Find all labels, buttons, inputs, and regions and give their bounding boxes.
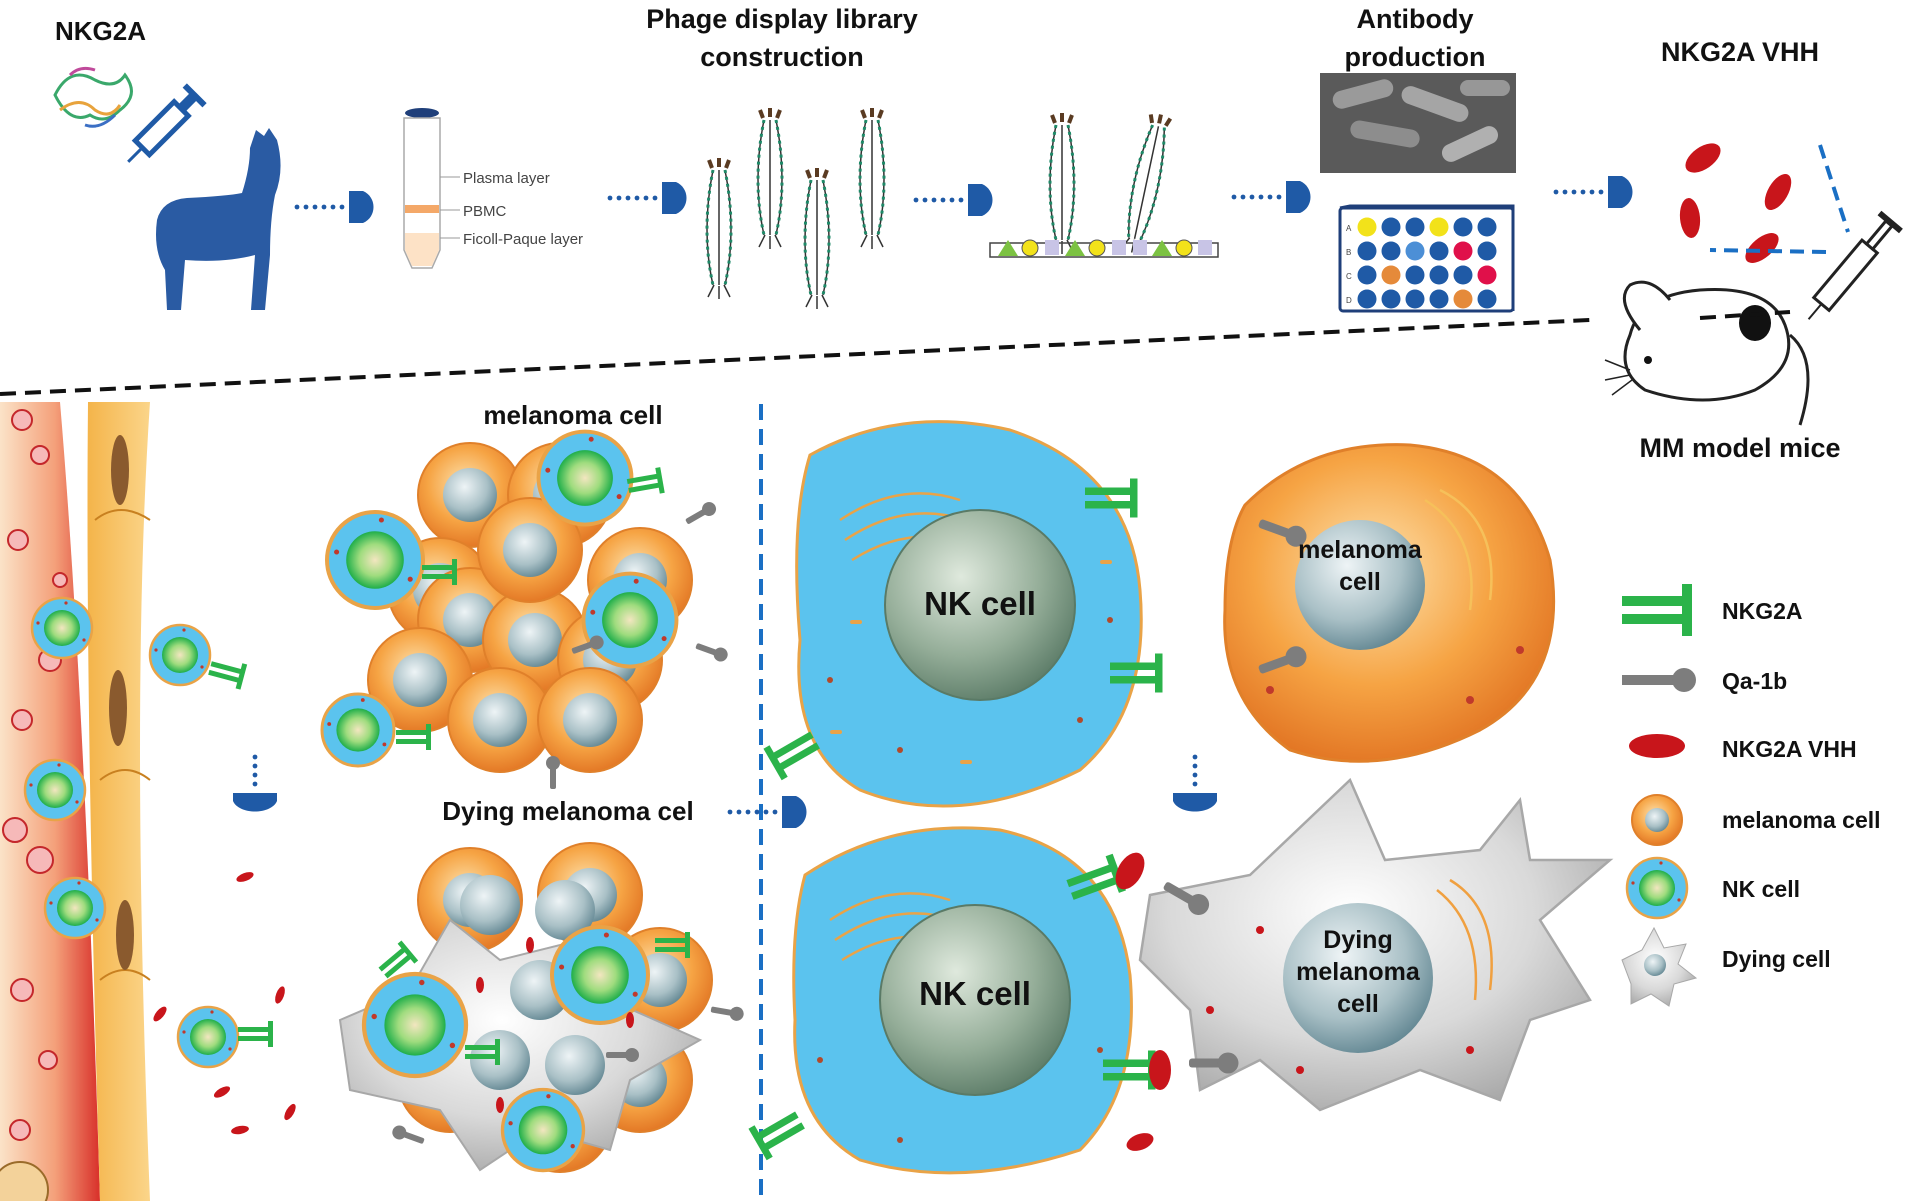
plate-well	[1381, 289, 1401, 309]
workflow-arrow-2	[607, 182, 687, 214]
workflow-arrow-4	[1231, 181, 1311, 213]
plate-well	[1405, 265, 1425, 285]
nk-cell-migrating	[148, 623, 212, 687]
plate-well	[1381, 217, 1401, 237]
dying-cell-label-3: cell	[1337, 990, 1379, 1018]
legend-melanoma-icon	[1631, 794, 1683, 846]
nk-cell-extravasating	[30, 596, 94, 660]
svg-text:D: D	[1346, 296, 1352, 305]
melanoma-cell-label-1: melanoma	[1298, 536, 1423, 564]
nk-cell-large-bottom	[792, 826, 1133, 1175]
syringe-icon	[127, 83, 207, 163]
legend-nk-label: NK cell	[1722, 876, 1800, 902]
plate-well	[1429, 265, 1449, 285]
legend-melanoma-label: melanoma cell	[1722, 807, 1881, 833]
svg-text:C: C	[1346, 272, 1352, 281]
plate-well	[1357, 289, 1377, 309]
elisa-plate-icon: A B C D	[1338, 204, 1515, 313]
step-antibody-title-line2: production	[1345, 42, 1486, 72]
tube-label-ficoll: Ficoll-Paque layer	[463, 231, 583, 248]
legend-nk-icon	[1625, 856, 1689, 920]
plate-well	[1477, 265, 1497, 285]
plate-well	[1477, 241, 1497, 261]
svg-text:A: A	[1346, 224, 1352, 233]
plate-wells	[1357, 217, 1497, 309]
biopanning-icon	[989, 110, 1219, 258]
legend-dying-icon	[1621, 926, 1698, 1007]
plate-well	[1453, 241, 1473, 261]
nk-cell-in-vessel	[23, 758, 87, 822]
dying-cell-label-1: Dying	[1323, 926, 1392, 954]
workflow-arrow-1	[294, 191, 374, 223]
dying-cell-label-2: melanoma	[1296, 958, 1421, 986]
protein-structure-icon	[53, 66, 133, 128]
workflow-arrow-5	[1553, 176, 1633, 208]
nk-cell-bottom-label: NK cell	[919, 975, 1031, 1012]
legend: NKG2A Qa-1b NKG2A VHH melanoma cell NK c…	[1621, 584, 1881, 1007]
melanoma-cell-label-2: cell	[1339, 568, 1381, 596]
mouse-label: MM model mice	[1639, 433, 1840, 463]
dying-melanoma-cell	[1138, 777, 1614, 1112]
workflow-panel: NKG2A Plasma layer PBMC	[53, 4, 1903, 463]
cluster-bottom-label: Dying melanoma cel	[442, 796, 693, 826]
melanoma-cluster-dying	[153, 842, 745, 1173]
plate-well	[1477, 289, 1497, 309]
plate-well	[1357, 265, 1377, 285]
plate-well	[1357, 217, 1377, 237]
alpaca-icon	[156, 128, 281, 310]
right-arrow-center	[727, 796, 807, 828]
melanoma-cluster-top	[320, 429, 730, 789]
legend-nkg2a-label: NKG2A	[1722, 598, 1803, 624]
plate-well	[1357, 241, 1377, 261]
svg-text:B: B	[1346, 248, 1351, 257]
down-arrow-right	[1173, 754, 1217, 812]
plate-well	[1405, 289, 1425, 309]
step-vhh-title: NKG2A VHH	[1661, 37, 1819, 67]
nk-cell-top-label: NK cell	[924, 585, 1036, 622]
plate-well	[1381, 241, 1401, 261]
plate-well	[1453, 265, 1473, 285]
plate-well	[1429, 289, 1449, 309]
phage-library-icon	[705, 106, 886, 311]
section-divider	[0, 318, 1591, 396]
down-arrow-left	[233, 754, 277, 812]
tube-label-plasma: Plasma layer	[463, 170, 550, 187]
plate-well	[1429, 217, 1449, 237]
tube-label-pbmc: PBMC	[463, 203, 507, 220]
nk-cell-migrating-lower	[176, 1005, 240, 1069]
step-library-title-line2: construction	[700, 42, 864, 72]
mouse-icon	[1604, 280, 1810, 426]
legend-qa1b-icon	[1622, 668, 1696, 692]
cluster-top-label: melanoma cell	[483, 400, 662, 430]
plate-well	[1453, 289, 1473, 309]
legend-vhh-icon	[1629, 734, 1685, 758]
plate-well	[1381, 265, 1401, 285]
nk-cell-large-top	[795, 420, 1143, 808]
legend-nkg2a-icon	[1622, 584, 1692, 636]
melanoma-cell-large	[1223, 443, 1556, 763]
legend-dying-label: Dying cell	[1722, 946, 1831, 972]
legend-qa1b-label: Qa-1b	[1722, 668, 1787, 694]
centrifuge-tube-icon	[403, 108, 460, 269]
mouse-syringe-icon	[1807, 210, 1903, 320]
plate-well	[1405, 241, 1425, 261]
plate-well	[1453, 217, 1473, 237]
step-antibody-title-line1: Antibody	[1357, 4, 1474, 34]
plate-well	[1429, 241, 1449, 261]
workflow-arrow-3	[913, 184, 993, 216]
bacteria-micrograph-icon	[1320, 73, 1516, 173]
vhh-antibody-icons	[1679, 143, 1792, 263]
nk-cell-in-vessel-2	[43, 876, 107, 940]
step-library-title-line1: Phage display library	[646, 4, 918, 34]
step-nkg2a-title: NKG2A	[55, 16, 146, 46]
plate-well	[1477, 217, 1497, 237]
legend-vhh-label: NKG2A VHH	[1722, 736, 1857, 762]
plate-well	[1405, 217, 1425, 237]
